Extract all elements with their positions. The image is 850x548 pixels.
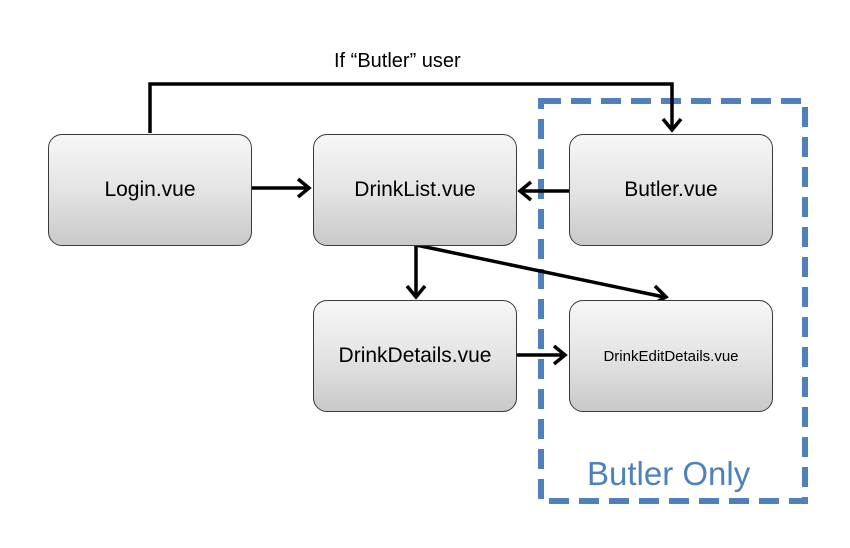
node-drinklist: DrinkList.vue <box>313 134 517 246</box>
edge-label-butler-user: If “Butler” user <box>334 50 461 72</box>
arrow-login-to-butler <box>148 82 674 133</box>
node-drinkeditdetails: DrinkEditDetails.vue <box>569 300 773 412</box>
arrowhead-butler-top <box>661 117 683 133</box>
arrowhead-drinklist-right <box>517 180 533 202</box>
node-drinkdetails: DrinkDetails.vue <box>313 300 517 412</box>
arrowhead-drinklist-left <box>296 177 312 199</box>
arrowhead-drinkdetails-top <box>405 284 427 300</box>
node-login: Login.vue <box>48 134 252 246</box>
butler-only-group-label: Butler Only <box>587 455 751 492</box>
arrow-drinklist-to-drinkeditdetails <box>415 243 665 299</box>
arrowhead-drinkeditdetails-left <box>552 344 568 366</box>
node-butler: Butler.vue <box>569 134 773 246</box>
